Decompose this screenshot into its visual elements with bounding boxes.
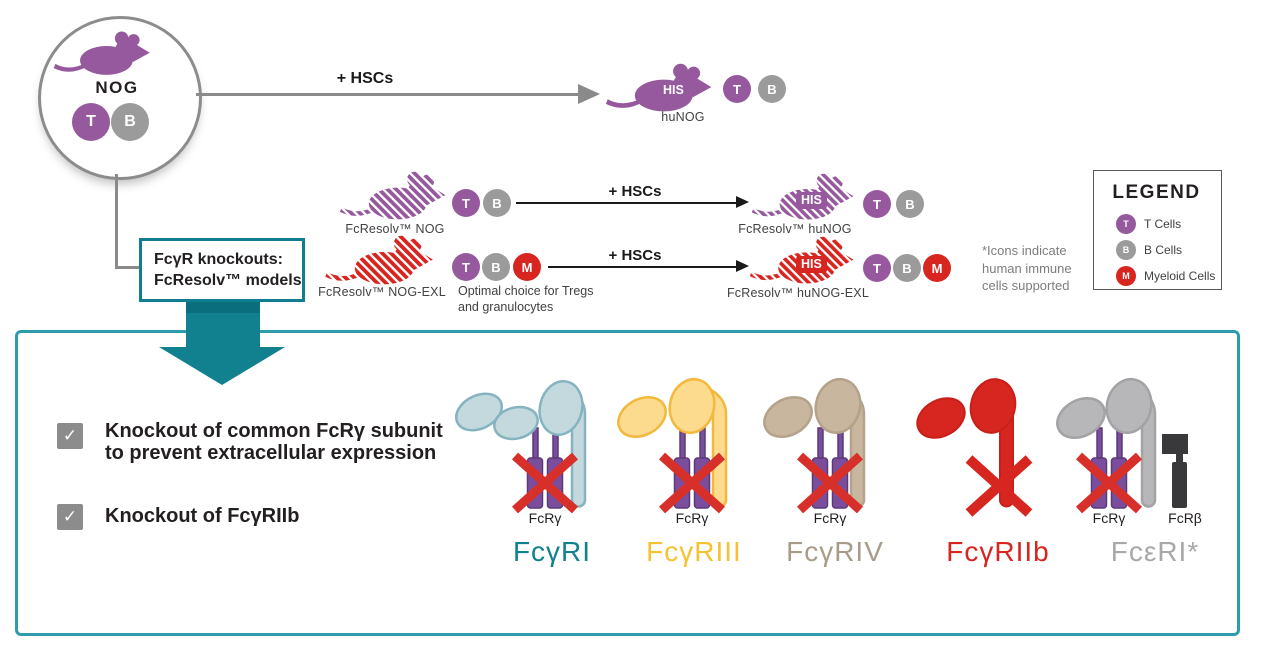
fcr-gamma-label: FcRγ [676,510,709,526]
b-cell-icon: B [482,253,510,281]
legend-t-cells-label: T Cells [1144,217,1182,231]
fcyriv-receptor-diagram: FcRγ [763,377,866,526]
fcyri-title: FcγRI [512,536,592,567]
knockouts-line2: FcResolv™ models [154,272,302,289]
legend-b-cells-label: B Cells [1144,243,1183,257]
b-cell-icon: B [893,254,921,282]
b-cell-icon: B [111,103,149,141]
knockouts-line1: FcγR knockouts: [154,251,283,268]
t-cell-icon: T [863,254,891,282]
nog-mouse-icon [53,31,150,75]
fcyriib-title: FcγRIIb [946,536,1050,567]
b-cell-icon: B [758,75,786,103]
fcyriii-title: FcγRIII [646,536,742,567]
fcresolv-nog-mouse-icon [339,171,446,220]
arrowhead-icon [578,84,600,104]
arrowhead-icon [736,260,749,272]
t-cell-icon: T [723,75,751,103]
fcr-gamma-label: FcRγ [814,510,847,526]
fcresolv-hunog-label: FcResolv™ huNOG [738,222,852,236]
fceri-receptor-diagram: FcRγ FcRβ [1056,377,1202,526]
fcyri-receptor-diagram: FcRγ [454,380,587,526]
fcr-beta-label: FcRβ [1168,510,1202,526]
flow-line-mid1 [516,202,737,204]
hsc-label-mid1: + HSCs [608,183,662,200]
fcyr-knockouts-text: FcγR knockouts: FcResolv™ models [154,249,302,291]
icons-footnote: *Icons indicate human immune cells suppo… [982,243,1072,293]
flow-line-mid2 [548,266,737,268]
t-cell-icon: T [452,253,480,281]
legend-b-cell-icon: B [1116,240,1136,260]
nog-label: NOG [95,78,139,97]
hsc-label-top: + HSCs [336,70,394,87]
t-cell-icon: T [863,190,891,218]
legend-t-cell-icon: T [1116,214,1136,234]
t-cell-icon: T [72,103,110,141]
fcr-gamma-label: FcRγ [529,510,562,526]
checkmark-icon: ✓ [57,504,83,530]
legend-box [1093,170,1222,290]
down-arrow-shaft-shadow [186,302,260,313]
checklist-item-2: Knockout of FcγRIIb [105,505,300,527]
his-badge: HIS [658,82,689,99]
checkmark-icon: ✓ [57,423,83,449]
connector-line-horizontal [115,266,139,269]
fcresolv-nog-label: FcResolv™ NOG [345,222,445,236]
fcyriii-receptor-diagram: FcRγ [617,377,728,526]
flow-line-top [196,93,580,96]
fcresolv-hunog-exl-label: FcResolv™ huNOG-EXL [726,286,870,300]
fcyriib-receptor-diagram [916,378,1047,530]
fcresolv-nog-exl-mouse-icon [325,235,433,285]
hsc-label-mid2: + HSCs [608,247,662,264]
checklist-item-1: Knockout of common FcRγ subunit to preve… [105,420,443,464]
b-cell-icon: B [896,190,924,218]
his-badge: HIS [796,192,827,209]
fcyr-knockouts-box [139,238,305,302]
down-arrow-icon [159,347,285,385]
hunog-label: huNOG [661,110,705,124]
his-badge: HIS [796,256,827,273]
fcr-beta-subunit [1162,434,1188,508]
legend-myeloid-cell-icon: M [1116,266,1136,286]
legend-title: LEGEND [1112,182,1201,203]
arrowhead-icon [736,196,749,208]
myeloid-cell-icon: M [923,254,951,282]
myeloid-cell-icon: M [513,253,541,281]
fcyriv-title: FcγRIV [786,536,884,567]
connector-line-vertical [115,174,118,268]
b-cell-icon: B [483,189,511,217]
fcr-gamma-label: FcRγ [1093,510,1126,526]
fceri-title: FcεRI* [1110,536,1200,567]
legend-myeloid-cells-label: Myeloid Cells [1144,269,1216,283]
optimal-choice-note: Optimal choice for Tregs and granulocyte… [458,284,594,314]
t-cell-icon: T [452,189,480,217]
fcresolv-nog-exl-label: FcResolv™ NOG-EXL [318,285,446,299]
